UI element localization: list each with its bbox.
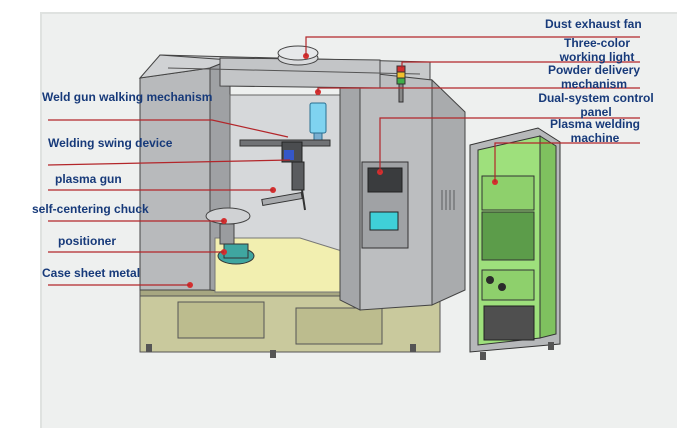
label-welding-swing: Welding swing device	[48, 136, 173, 150]
leader-lines-right	[305, 36, 640, 182]
label-chuck: self-centering chuck	[32, 202, 149, 216]
leader-lines-left	[47, 119, 291, 286]
label-case-sheet: Case sheet metal	[42, 266, 141, 280]
label-control-panel: Dual-system control panel	[538, 91, 654, 119]
label-weld-gun-walking: Weld gun walking mechanism	[42, 90, 213, 104]
powder-delivery	[309, 89, 327, 144]
plasma-welding-machine	[469, 127, 561, 360]
three-color-light	[396, 65, 406, 103]
label-positioner: positioner	[58, 234, 117, 248]
label-plasma-gun: plasma gun	[55, 172, 122, 186]
control-panel-box	[361, 161, 409, 249]
label-three-color-light: Three-color working light	[559, 36, 635, 64]
label-plasma-machine: Plasma welding machine	[549, 117, 641, 145]
weld-gun-assembly	[239, 139, 331, 211]
label-powder-delivery: Powder delivery mechanism	[547, 63, 641, 91]
chuck-positioner	[187, 207, 255, 288]
label-dust-fan: Dust exhaust fan	[545, 17, 642, 31]
dust-fan	[277, 45, 319, 66]
